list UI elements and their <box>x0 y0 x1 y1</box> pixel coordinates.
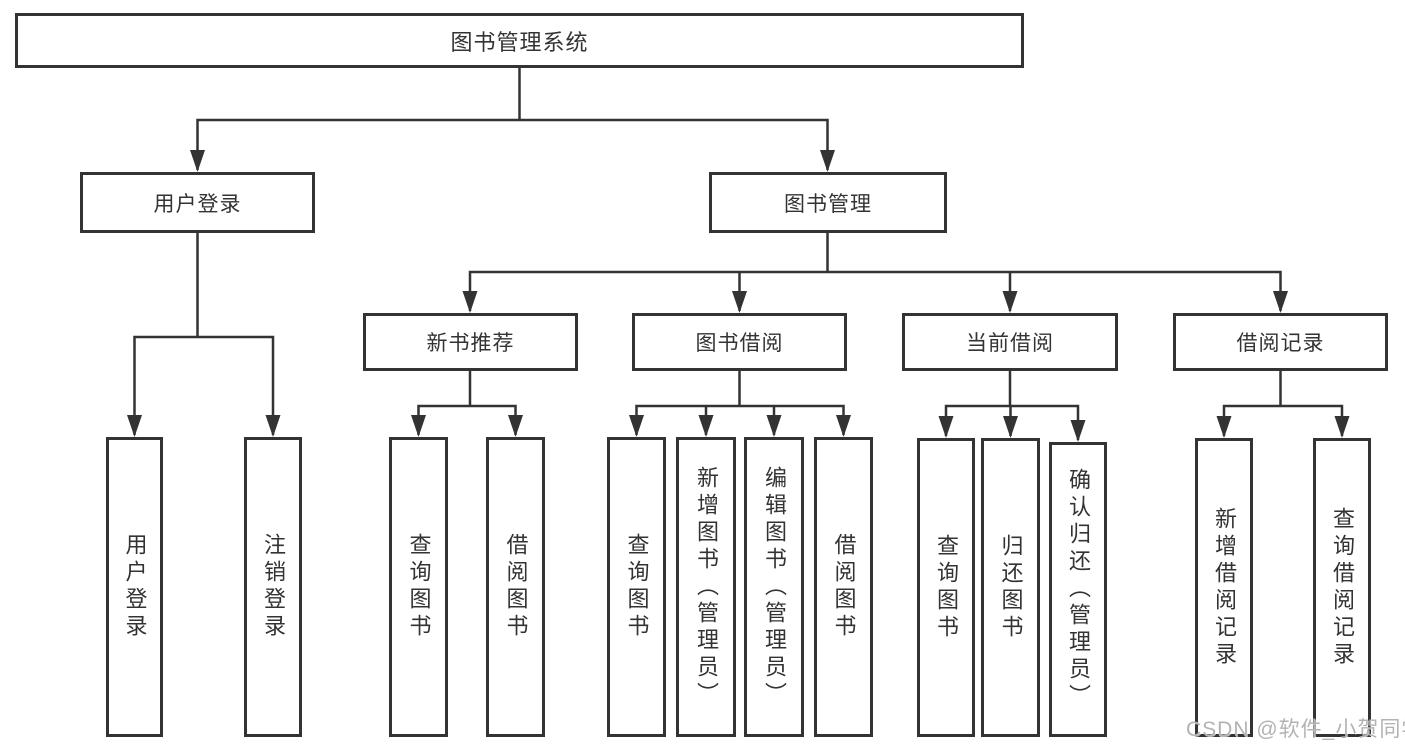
node-book-management: 图书管理 <box>709 172 947 233</box>
leaf-logout: 注销登录 <box>244 437 302 737</box>
leaf-borrow-books-recommend: 借阅图书 <box>486 437 545 737</box>
leaf-query-books-borrow: 查询图书 <box>607 437 666 737</box>
leaf-user-login: 用户登录 <box>106 437 163 737</box>
leaf-add-book-admin: 新增图书（管理员） <box>676 437 736 737</box>
node-user-login: 用户登录 <box>80 172 315 233</box>
leaf-add-borrow-record: 新增借阅记录 <box>1195 438 1253 737</box>
leaf-query-books-current: 查询图书 <box>917 438 975 737</box>
node-current-borrowing: 当前借阅 <box>902 313 1118 371</box>
leaf-query-borrow-record: 查询借阅记录 <box>1313 438 1371 737</box>
node-new-book-recommendation: 新书推荐 <box>363 313 578 371</box>
watermark: CSDN @软件_小贺同学 <box>1186 718 1405 741</box>
node-book-borrowing: 图书借阅 <box>632 313 847 371</box>
leaf-edit-book-admin: 编辑图书（管理员） <box>744 437 804 737</box>
leaf-borrow-books: 借阅图书 <box>814 437 873 737</box>
leaf-confirm-return-admin: 确认归还（管理员） <box>1049 442 1107 737</box>
leaf-query-books-recommend: 查询图书 <box>389 437 448 737</box>
leaf-return-books: 归还图书 <box>981 438 1040 737</box>
node-borrowing-records: 借阅记录 <box>1173 313 1388 371</box>
node-library-system: 图书管理系统 <box>15 13 1024 68</box>
